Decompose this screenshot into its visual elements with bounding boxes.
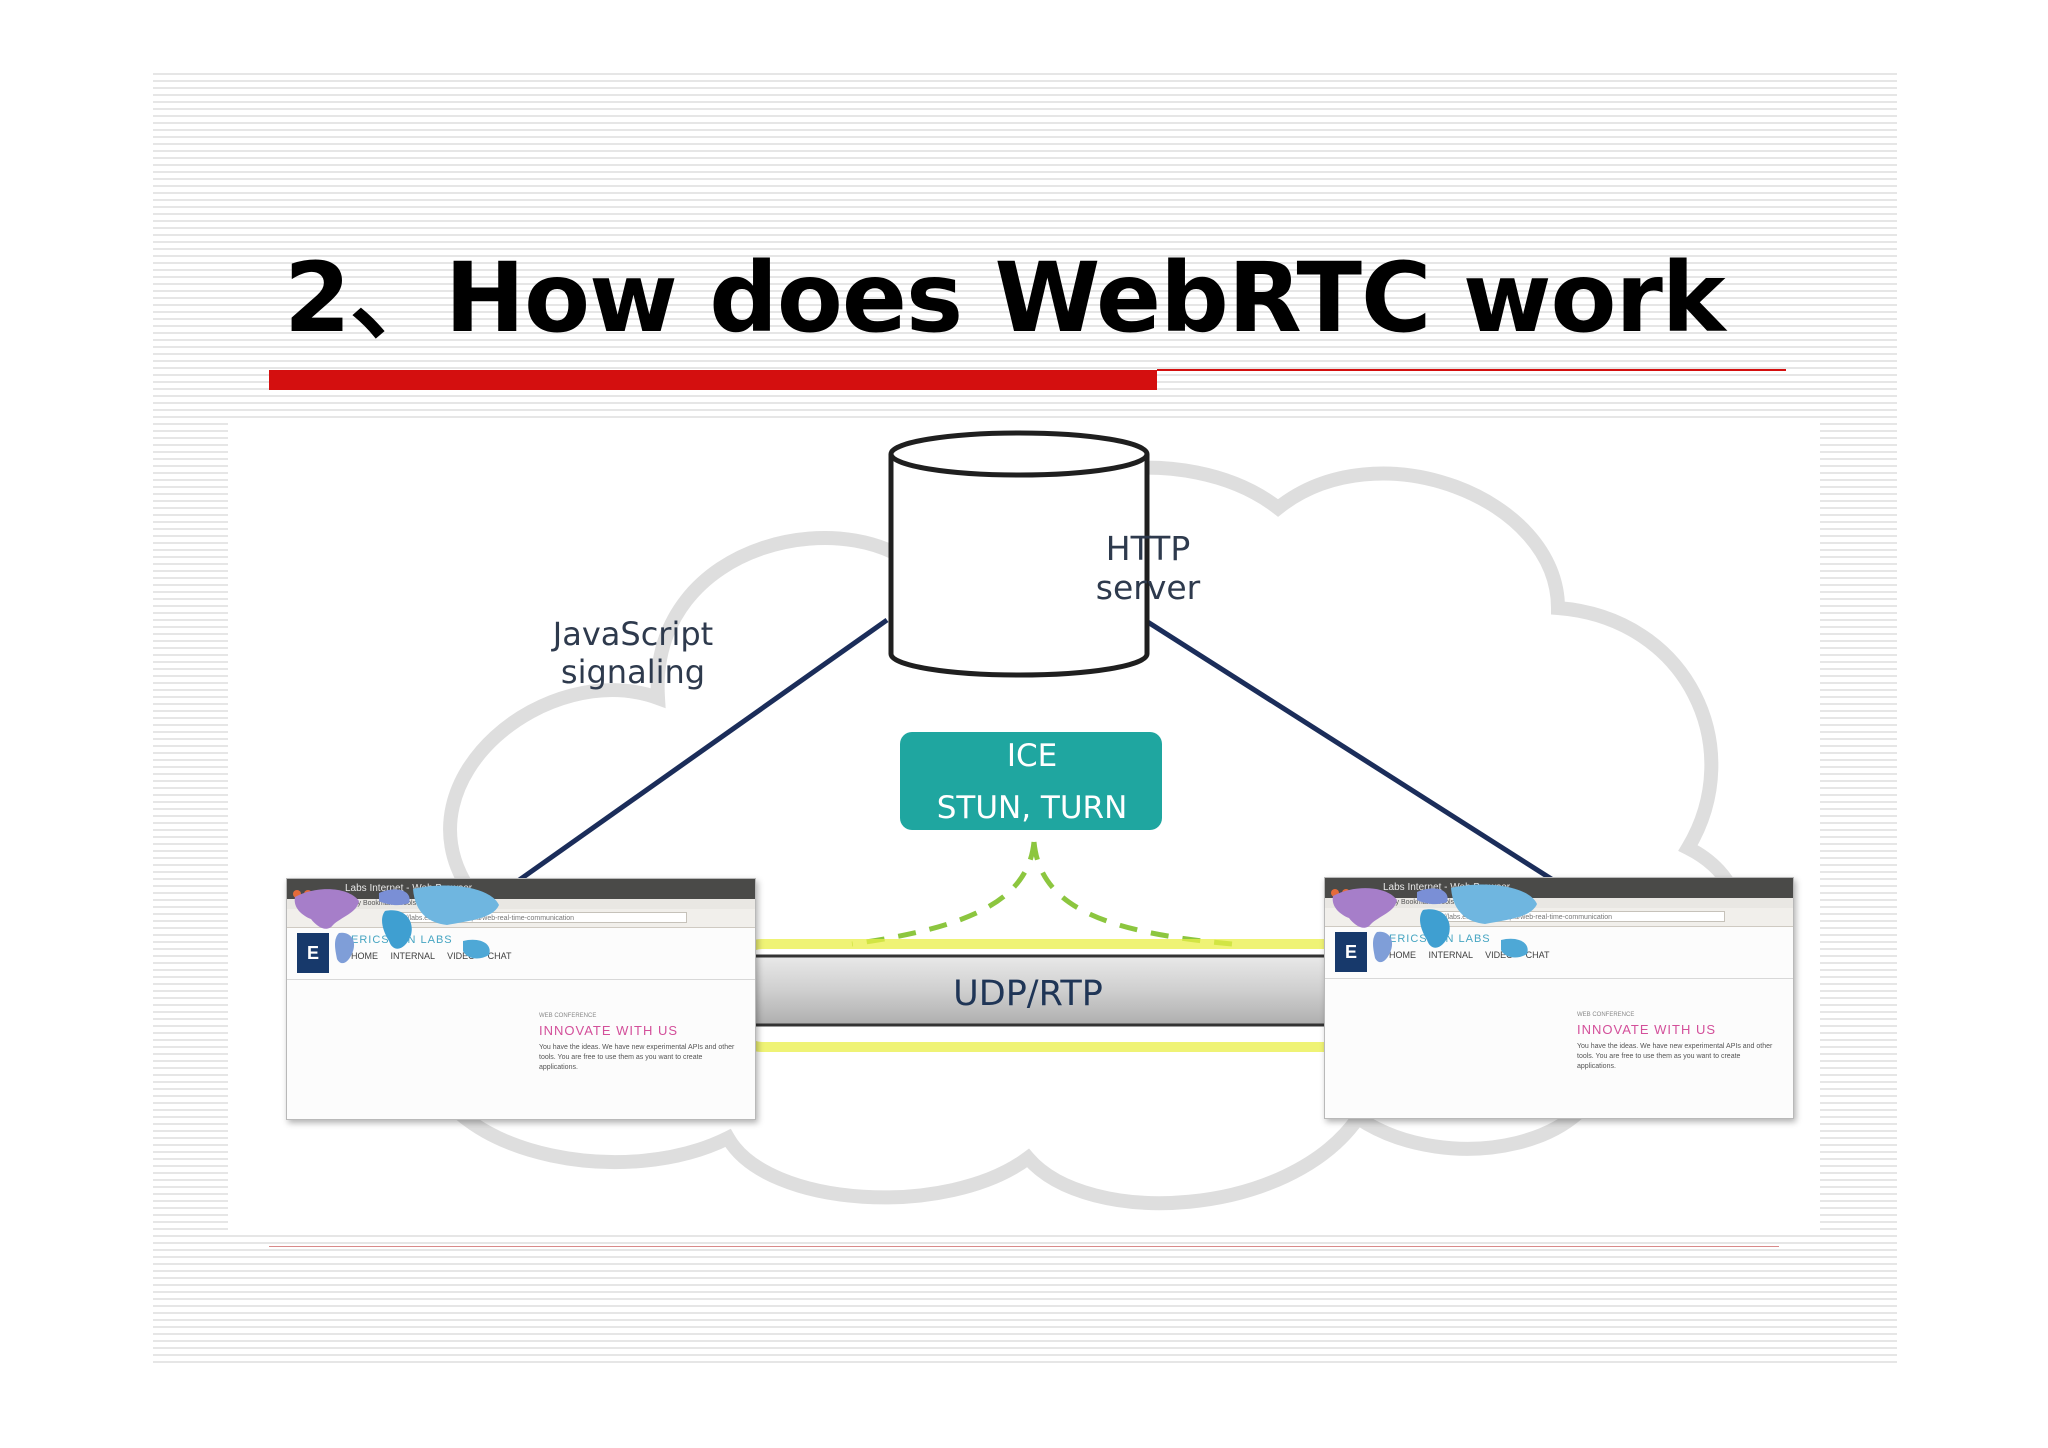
title-underline-thin [1157,369,1786,371]
ericsson-logo: E [1335,932,1367,972]
footer-rule [269,1246,1779,1247]
title-underline-thick [269,370,1157,390]
site-tagline: WEB CONFERENCE [1577,1012,1635,1018]
http-server-cylinder [888,430,1150,678]
site-body-text: You have the ideas. We have new experime… [539,1044,735,1071]
site-divider [287,979,755,980]
udp-rtp-label: UDP/RTP [953,974,1103,1014]
site-nav: HOME INTERNAL VIDEO CHAT [351,951,512,961]
window-menubar: File Edit View History Bookmarks Tools H… [287,899,755,909]
site-nav: HOME INTERNAL VIDEO CHAT [1389,950,1550,960]
slide-title: 2、How does WebRTC work [284,242,1726,354]
world-map-icon [1332,884,1537,963]
site-body-text: You have the ideas. We have new experime… [1577,1043,1773,1070]
site-tagline: WEB CONFERENCE [539,1013,597,1019]
ice-dash-right [1031,841,1233,947]
signaling-link-right [1141,616,1555,883]
site-headline: INNOVATE WITH US [539,1023,679,1038]
browser-window-right: Labs Internet - Web Browser File Edit Vi… [1324,877,1794,1119]
signaling-link-left [513,617,889,886]
site-headline: INNOVATE WITH US [1577,1022,1717,1037]
site-divider [1325,978,1793,979]
window-menubar: File Edit View History Bookmarks Tools H… [1325,898,1793,908]
ericsson-logo: E [297,933,329,973]
browser-window-left: Labs Internet - Web Browser File Edit Vi… [286,878,756,1120]
world-map-icon [294,885,499,964]
ice-box [900,732,1162,830]
